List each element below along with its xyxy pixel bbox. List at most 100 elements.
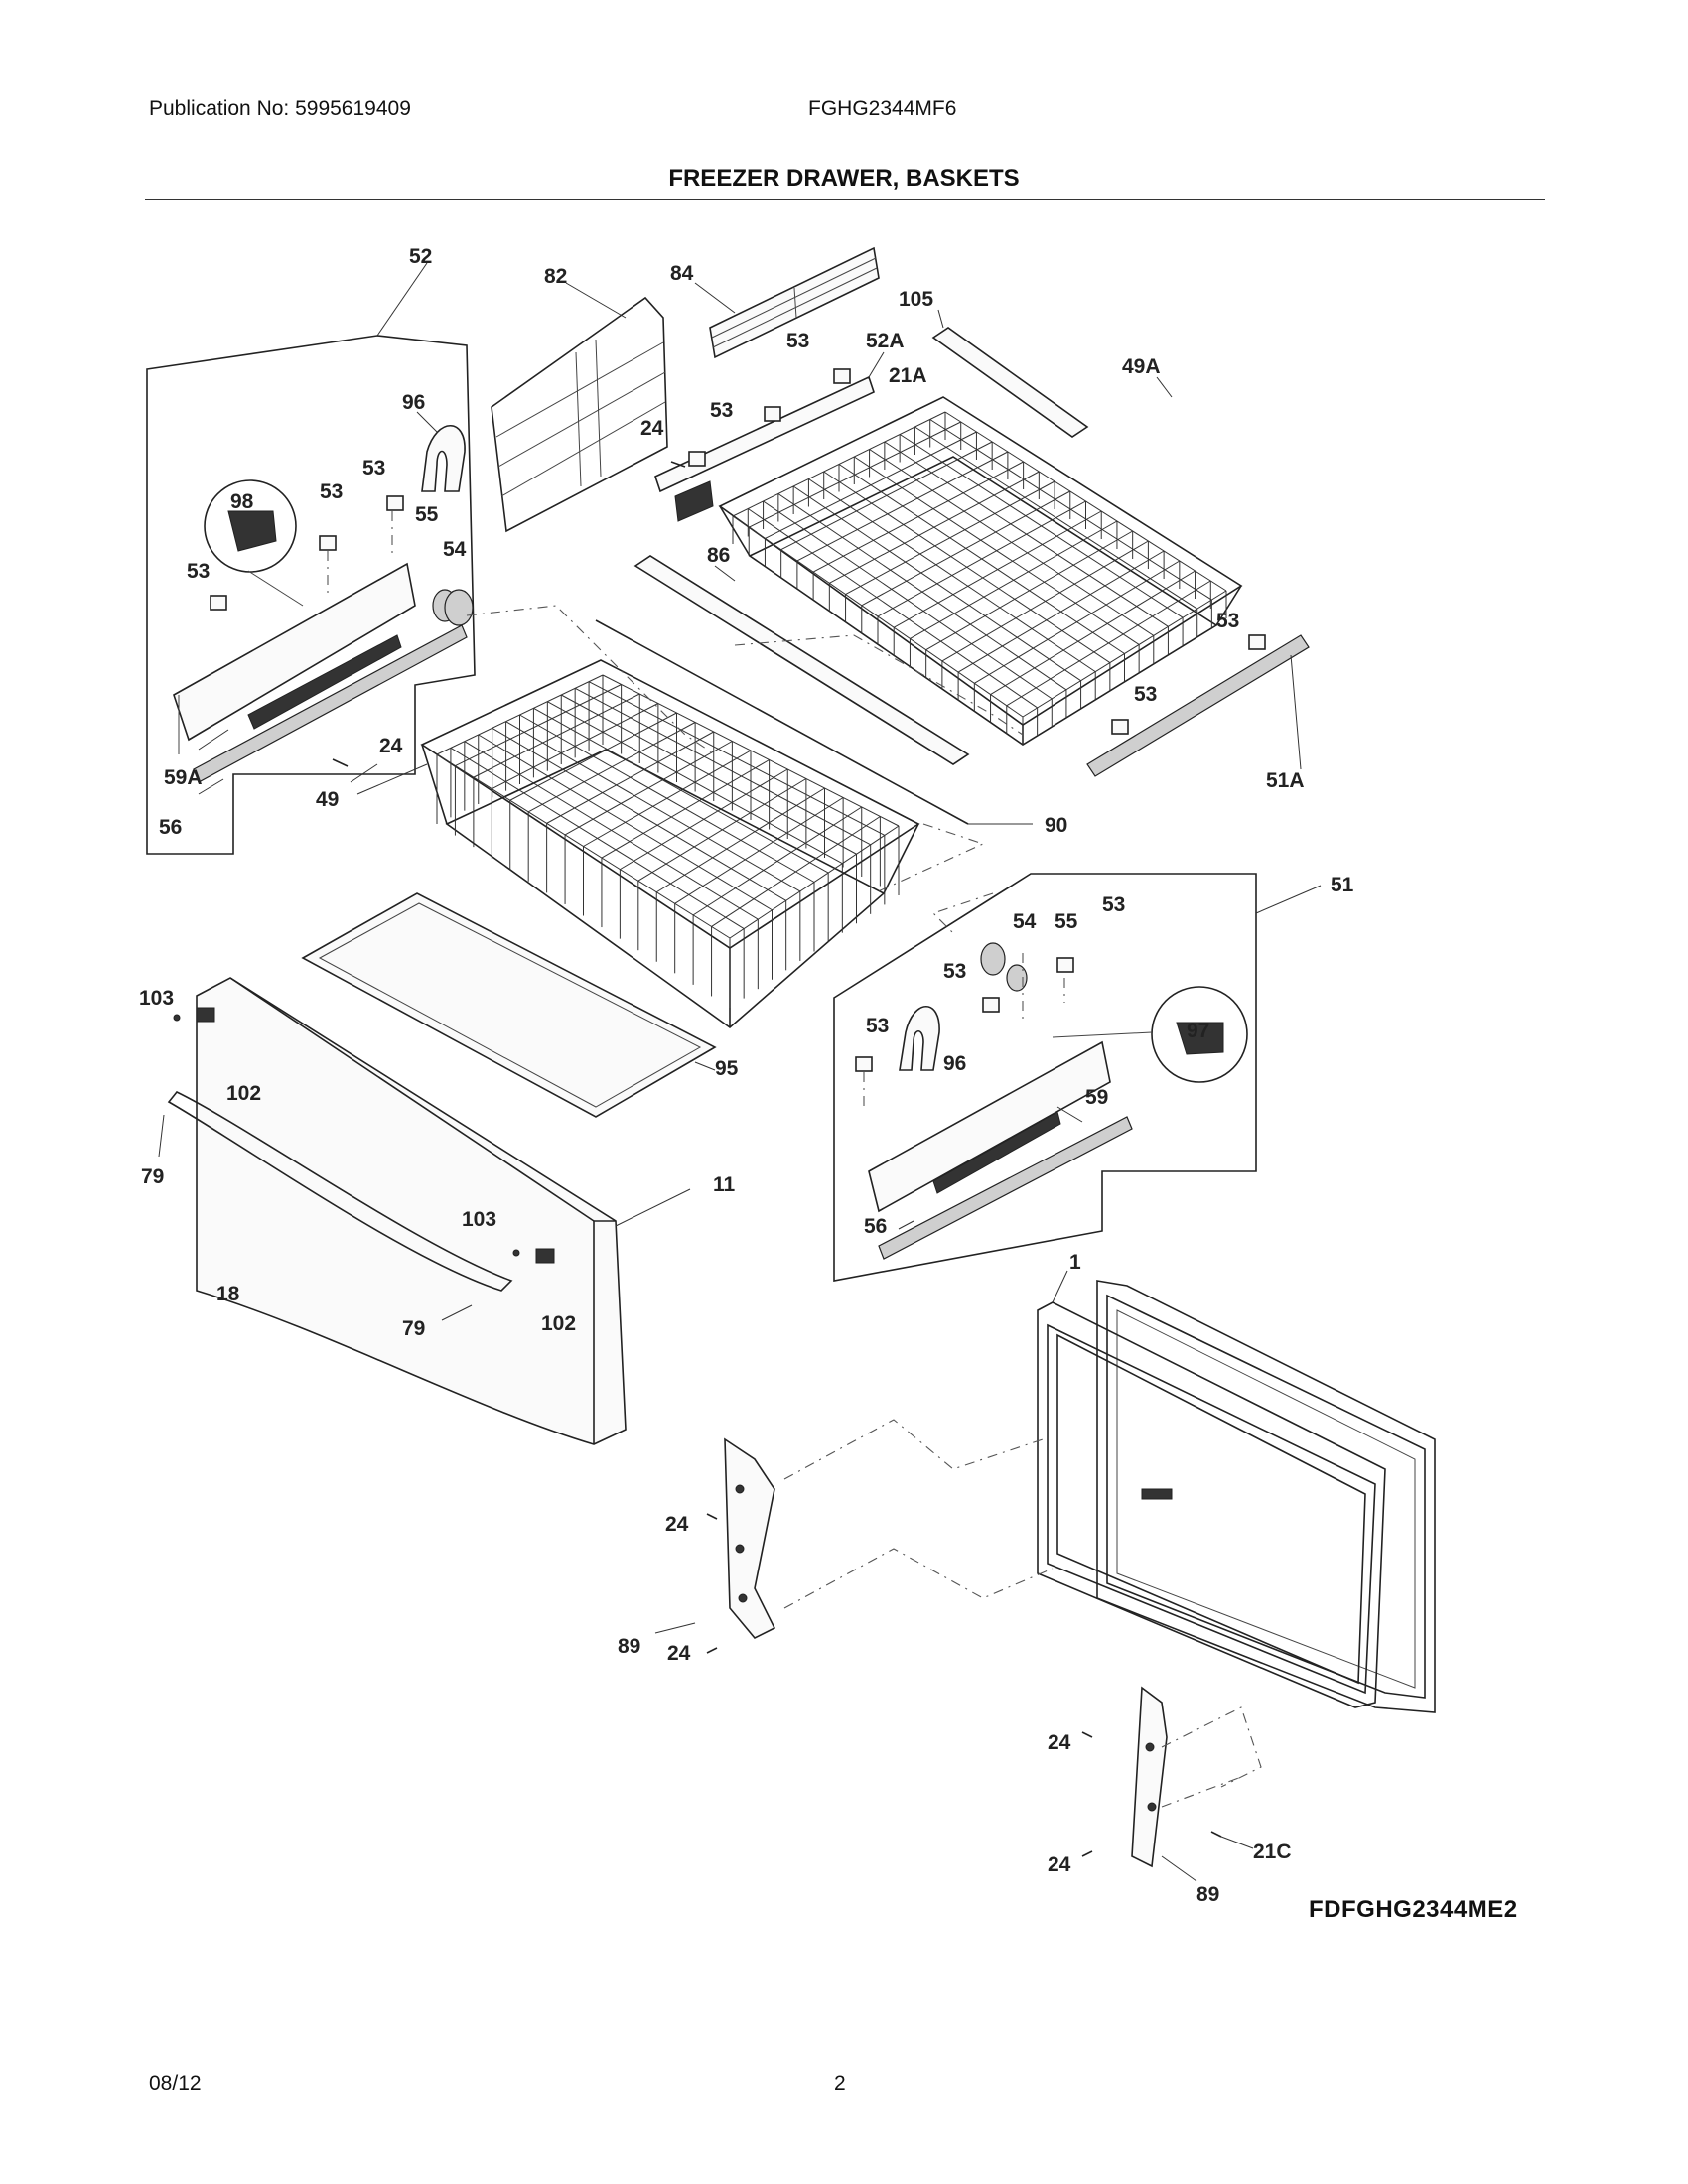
right-box-bumper-53-b	[982, 997, 1000, 1013]
callout-59: 59	[1085, 1086, 1108, 1109]
basket-wire	[765, 431, 977, 539]
callout-96-right: 96	[943, 1052, 966, 1075]
publication-number: Publication No: 5995619409	[149, 97, 411, 120]
callout-24-left: 24	[379, 735, 403, 757]
callout-105: 105	[899, 288, 933, 311]
screw-24-b3	[1081, 1731, 1093, 1738]
figure-id: FDFGHG2344ME2	[1309, 1896, 1518, 1923]
page-number: 2	[834, 2072, 846, 2095]
callout-56-left: 56	[159, 816, 182, 839]
right-slide-track	[932, 1111, 1061, 1194]
basket-wire	[812, 461, 1024, 573]
callout-53-right2: 53	[943, 960, 966, 983]
basket-wire	[527, 722, 696, 813]
basket-wire	[564, 741, 733, 836]
bracket-89-left	[706, 1437, 776, 1654]
callout-97: 97	[1187, 1020, 1209, 1042]
lower-basket-49	[420, 659, 920, 1029]
top-bumper-53-c	[688, 451, 706, 467]
callout-18: 18	[216, 1283, 240, 1305]
basket-wire	[436, 674, 604, 755]
callout-21c: 21C	[1253, 1841, 1292, 1863]
right-rail-56	[878, 1116, 1133, 1260]
basket-divider-84	[694, 246, 880, 359]
drawer-handle-18	[167, 1091, 513, 1292]
callout-103-mid: 103	[462, 1208, 496, 1231]
basket-wire	[877, 500, 1086, 617]
callout-82: 82	[544, 265, 567, 288]
part-98-icon	[227, 510, 277, 552]
basket-wire	[893, 510, 1102, 628]
callout-96-left: 96	[402, 391, 425, 414]
footer-date: 08/12	[149, 2072, 202, 2095]
basket-wire	[674, 797, 844, 904]
handle-bracket-102-right	[535, 1248, 555, 1264]
rail-90	[595, 619, 969, 825]
callout-24-b2: 24	[667, 1642, 691, 1665]
basket-wire	[845, 480, 1055, 595]
basket-wire	[732, 411, 946, 517]
left-slide-assembly-box	[146, 262, 476, 855]
right-bumper-53-a	[1248, 634, 1266, 650]
basket-wire	[546, 731, 714, 824]
callout-51a: 51A	[1266, 769, 1305, 792]
callout-53-l3: 53	[362, 457, 385, 479]
callout-49: 49	[316, 788, 339, 811]
basket-divider-82	[491, 282, 668, 533]
callout-55-right: 55	[1055, 910, 1078, 933]
left-clip-96	[421, 425, 466, 492]
callout-53-l2: 53	[320, 480, 343, 503]
callout-49a: 49A	[1122, 355, 1161, 378]
callout-52a: 52A	[866, 330, 905, 352]
basket-wire	[748, 421, 961, 528]
callout-53-top2: 53	[710, 399, 733, 422]
callout-89-right: 89	[1196, 1883, 1219, 1906]
screw-24-b1	[706, 1513, 718, 1520]
callout-102-mid: 102	[541, 1312, 576, 1335]
rail-86	[633, 555, 970, 765]
right-wheel-55	[1006, 964, 1028, 992]
basket-wire	[583, 750, 752, 847]
callout-24-b3: 24	[1048, 1731, 1071, 1754]
right-magnifier-circle	[1151, 986, 1248, 1083]
callout-53-l1: 53	[187, 560, 210, 583]
right-clip-96	[899, 1005, 940, 1071]
callout-79-left: 79	[141, 1165, 164, 1188]
alignment-dashes	[327, 511, 1262, 1808]
basket-wire	[829, 471, 1040, 584]
drawer-front-11	[196, 977, 627, 1445]
callout-labels: 52 82 84 105 52A 21A 53 53 24 49A 86 96 …	[139, 245, 1354, 1906]
callout-21a: 21A	[889, 364, 927, 387]
upper-basket-wire-grid	[732, 411, 1227, 745]
screw-103-left	[173, 1014, 181, 1022]
liner-label	[1141, 1488, 1173, 1500]
basket-wire	[601, 759, 770, 859]
screw-24-b4	[1081, 1850, 1093, 1857]
page-title: FREEZER DRAWER, BASKETS	[668, 165, 1020, 192]
basket-wire	[1022, 590, 1227, 718]
screw-103-right	[512, 1249, 520, 1257]
callout-95: 95	[715, 1057, 739, 1080]
bracket-89-right	[1081, 1686, 1222, 1868]
basket-wire	[455, 684, 622, 767]
freezer-liner-frame-1	[1037, 1280, 1436, 1713]
callout-102-top: 102	[226, 1082, 261, 1105]
callout-53-r2: 53	[1134, 683, 1157, 706]
callout-54-left: 54	[443, 538, 467, 561]
callout-51: 51	[1331, 874, 1354, 896]
screw-21c	[1210, 1831, 1222, 1838]
right-bumper-53-b	[1111, 719, 1129, 735]
callout-52: 52	[409, 245, 432, 268]
left-wheel-54	[444, 589, 474, 626]
basket-wire	[655, 787, 825, 893]
callout-98: 98	[230, 490, 254, 513]
basket-wire	[974, 560, 1181, 684]
left-bumper-53-b	[319, 535, 337, 551]
callout-79-mid: 79	[402, 1317, 425, 1340]
handle-bracket-102-left	[196, 1007, 215, 1023]
rail-bar-105	[931, 327, 1089, 438]
basket-wire	[692, 806, 863, 916]
left-bumper-53-c	[386, 495, 404, 511]
model-number: FGHG2344MF6	[808, 97, 957, 120]
